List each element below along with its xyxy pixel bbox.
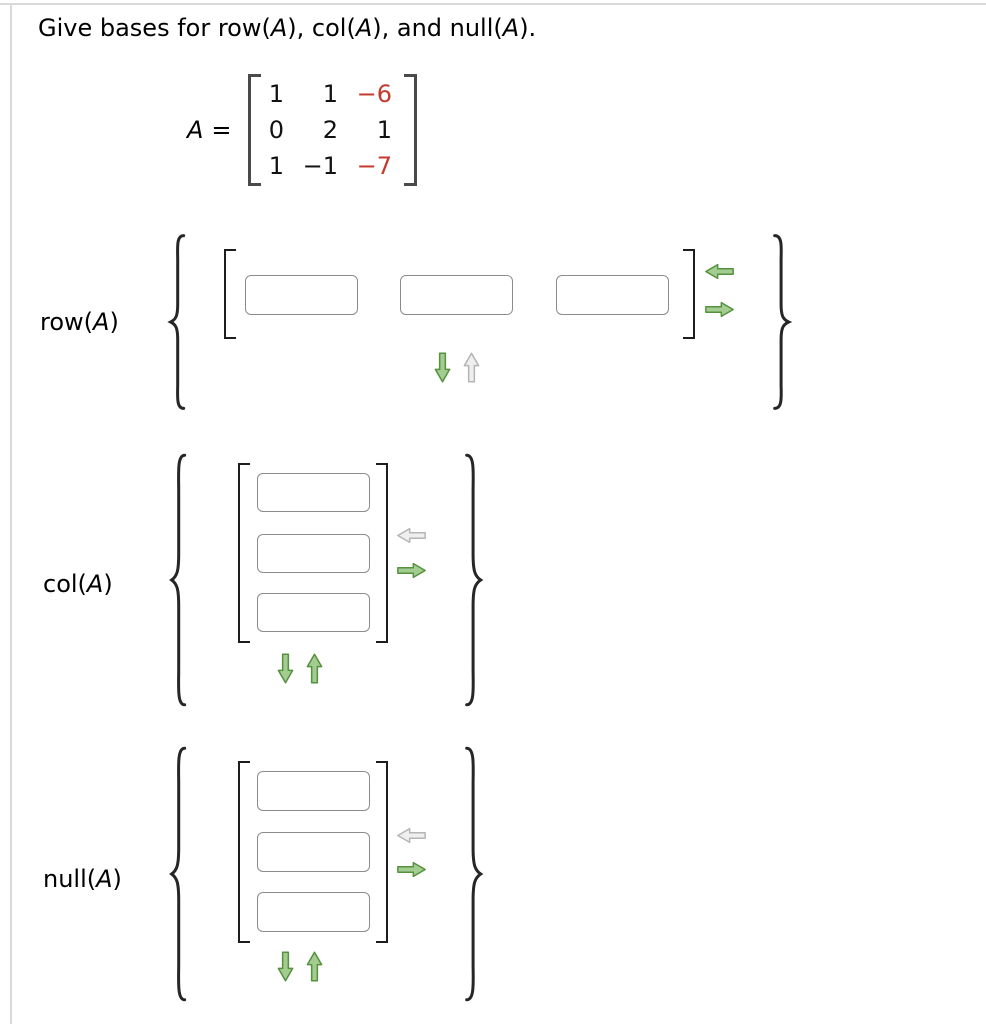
question-text: Give bases for row(A), col(A), and null(… bbox=[38, 14, 537, 42]
remove-column-arrow-button[interactable] bbox=[704, 262, 735, 281]
left-curly-brace bbox=[163, 743, 189, 1005]
up-arrow-icon bbox=[306, 653, 323, 684]
remove-column-arrow-button bbox=[396, 526, 427, 545]
right-curly-brace bbox=[462, 743, 490, 1005]
vector-right-bracket bbox=[376, 761, 388, 943]
add-row-arrow-button[interactable] bbox=[276, 950, 295, 983]
left-arrow-icon bbox=[397, 827, 426, 844]
matrix-lhs: A= bbox=[187, 116, 232, 144]
nullA-entry-2-input[interactable] bbox=[257, 832, 370, 872]
rowA-entry-2-input[interactable] bbox=[400, 275, 513, 315]
rowA-entry-3-input[interactable] bbox=[556, 275, 669, 315]
matrix-variable: A bbox=[187, 116, 204, 144]
remove-row-arrow-button[interactable] bbox=[305, 652, 324, 685]
left-arrow-icon bbox=[397, 527, 426, 544]
down-arrow-icon bbox=[277, 653, 294, 684]
nullA-label: null(A) bbox=[43, 865, 122, 893]
matrix-left-bracket bbox=[248, 74, 261, 186]
right-arrow-icon bbox=[705, 301, 734, 318]
matrix-cell: −7 bbox=[356, 152, 392, 180]
panel-top-border bbox=[0, 3, 986, 5]
down-arrow-icon bbox=[434, 352, 451, 383]
vector-right-bracket bbox=[376, 463, 388, 643]
rowA-entry-1-input[interactable] bbox=[245, 275, 358, 315]
up-arrow-icon bbox=[306, 951, 323, 982]
vector-left-bracket bbox=[238, 761, 250, 943]
up-arrow-icon bbox=[463, 352, 480, 383]
matrix-equals: = bbox=[211, 116, 232, 144]
add-column-arrow-button[interactable] bbox=[704, 300, 735, 319]
matrix-cell: 1 bbox=[376, 116, 392, 144]
rowA-label: row(A) bbox=[40, 308, 119, 336]
vector-left-bracket bbox=[238, 463, 250, 643]
add-row-arrow-button[interactable] bbox=[433, 351, 452, 384]
matrix-cell: 1 bbox=[322, 80, 338, 108]
colA-entry-1-input[interactable] bbox=[257, 473, 370, 512]
vector-right-bracket bbox=[683, 249, 695, 339]
add-column-arrow-button[interactable] bbox=[396, 860, 427, 879]
matrix-right-bracket bbox=[404, 74, 417, 186]
panel-left-border bbox=[10, 3, 12, 1024]
right-arrow-icon bbox=[397, 562, 426, 579]
matrix-grid: 1 1 −6 0 2 1 1 −1 −7 bbox=[240, 76, 392, 184]
right-curly-brace bbox=[462, 450, 490, 710]
nullA-entry-1-input[interactable] bbox=[257, 771, 370, 811]
matrix-cell: 1 bbox=[268, 80, 284, 108]
remove-column-arrow-button bbox=[396, 826, 427, 845]
left-arrow-icon bbox=[705, 263, 734, 280]
colA-answer-section: col(A) bbox=[0, 450, 986, 710]
matrix-cell: 2 bbox=[322, 116, 338, 144]
left-curly-brace bbox=[162, 232, 188, 412]
add-column-arrow-button[interactable] bbox=[396, 561, 427, 580]
add-row-arrow-button[interactable] bbox=[276, 652, 295, 685]
matrix-cell: −6 bbox=[356, 80, 392, 108]
matrix-cell: −1 bbox=[302, 152, 338, 180]
right-curly-brace bbox=[770, 232, 798, 412]
down-arrow-icon bbox=[277, 951, 294, 982]
matrix-cell: 0 bbox=[268, 116, 284, 144]
vector-left-bracket bbox=[224, 249, 236, 339]
left-curly-brace bbox=[163, 450, 189, 710]
rowA-answer-section: row(A) bbox=[0, 230, 986, 414]
remove-row-arrow-button[interactable] bbox=[305, 950, 324, 983]
colA-entry-2-input[interactable] bbox=[257, 534, 370, 573]
right-arrow-icon bbox=[397, 861, 426, 878]
colA-label: col(A) bbox=[43, 570, 113, 598]
nullA-entry-3-input[interactable] bbox=[257, 892, 370, 932]
matrix-cell: 1 bbox=[268, 152, 284, 180]
remove-row-arrow-button bbox=[462, 351, 481, 384]
nullA-answer-section: null(A) bbox=[0, 742, 986, 1005]
colA-entry-3-input[interactable] bbox=[257, 593, 370, 632]
